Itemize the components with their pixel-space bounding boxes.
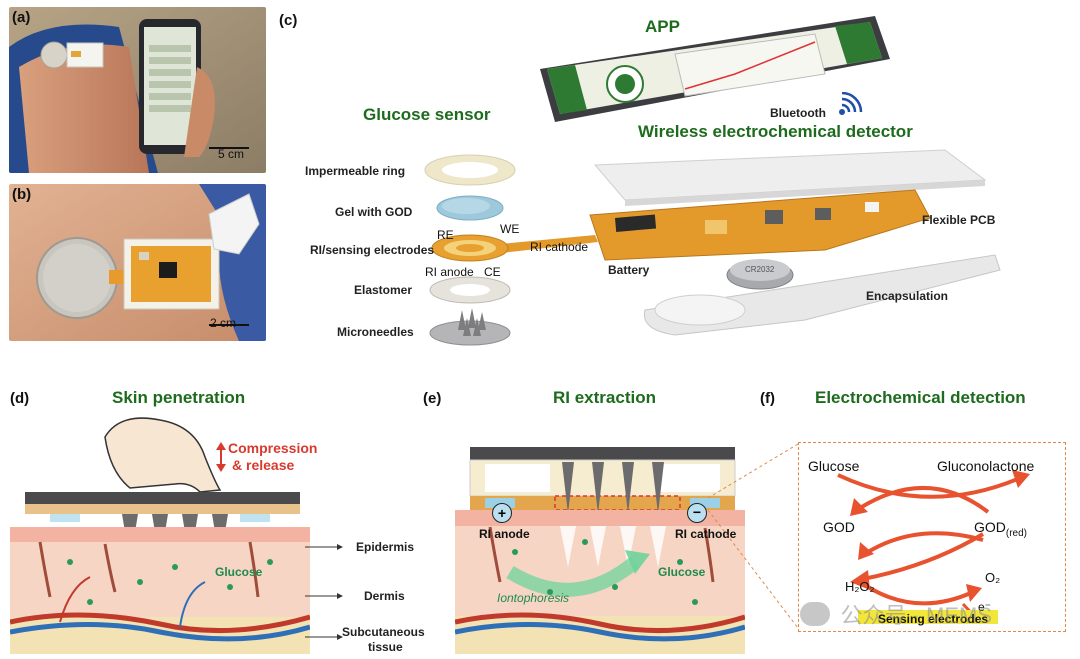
electrode-label-ce: CE — [484, 265, 501, 279]
electrochemical-detection-title: Electrochemical detection — [815, 388, 1026, 407]
encapsulation-label: Encapsulation — [866, 289, 949, 303]
photo-arm-with-phone — [9, 7, 266, 173]
anode-plus-icon: + — [492, 503, 512, 523]
panel-e-letter: (e) — [423, 390, 442, 407]
scale-bar-a-label: 5 cm — [218, 147, 245, 161]
god-oxidized: GOD — [823, 519, 855, 535]
wireless-detector-title: Wireless electrochemical detector — [638, 122, 913, 141]
glucose-reactant: Glucose — [808, 458, 860, 474]
panel-a-letter: (a) — [12, 9, 31, 26]
subcutaneous-label: Subcutaneous — [342, 625, 425, 639]
glucose-label-e: Glucose — [658, 565, 706, 579]
ri-extraction-illustration — [455, 442, 745, 654]
dermis-label: Dermis — [364, 589, 405, 603]
o2-label: O₂ — [985, 570, 1001, 585]
god-reduced-main: GOD — [974, 519, 1006, 535]
battery-label: Battery — [608, 263, 650, 277]
callout-lines — [700, 440, 800, 640]
detector-exploded-stack — [585, 140, 1005, 340]
sensing-electrodes-label: Sensing electrodes — [878, 612, 989, 626]
watermark-text: 公众号 · MEMS — [840, 603, 993, 628]
electrode-label-ri-anode: RI anode — [425, 265, 474, 279]
god-reduced: GOD(red) — [974, 519, 1027, 539]
scale-bar-b-label: 2 cm — [210, 316, 237, 330]
anode-plus-symbol: + — [497, 505, 507, 521]
ri-anode-label: RI anode — [479, 527, 530, 541]
skin-layer-arrows — [305, 540, 345, 650]
watermark: 公众号 · MEMS — [800, 598, 1050, 638]
electron-label: e⁻ — [978, 600, 992, 614]
wechat-logo-icon — [800, 602, 830, 626]
tissue-label: tissue — [368, 640, 403, 654]
battery-marking: CR2032 — [745, 265, 775, 274]
god-reduced-sub: (red) — [1005, 527, 1028, 539]
app-phone — [535, 14, 895, 124]
sensor-exploded-stack — [420, 150, 610, 350]
layer-label-impermeable-ring: Impermeable ring — [305, 164, 406, 178]
panel-b-letter: (b) — [12, 186, 32, 203]
electrode-label-we: WE — [500, 222, 520, 236]
cathode-minus-symbol: − — [692, 504, 702, 520]
iontophoresis-label: Iontophoresis — [497, 591, 570, 605]
panel-f-letter: (f) — [760, 390, 775, 407]
panel-c-letter: (c) — [279, 12, 298, 29]
epidermis-label: Epidermis — [356, 540, 415, 554]
bluetooth-label: Bluetooth — [770, 106, 826, 120]
skin-penetration-illustration — [10, 412, 310, 654]
layer-label-gel-with-god: Gel with GOD — [335, 205, 413, 219]
ri-cathode-label: RI cathode — [675, 527, 737, 541]
electrode-label-re: RE — [437, 228, 454, 242]
layer-label-elastomer: Elastomer — [354, 283, 413, 297]
compression-line-2: & release — [232, 457, 295, 473]
gluconolactone-product: Gluconolactone — [937, 458, 1035, 474]
bluetooth-icon — [838, 92, 864, 116]
flexible-pcb-label: Flexible PCB — [922, 213, 996, 227]
photo-device-on-skin — [9, 184, 266, 341]
panel-d-letter: (d) — [10, 390, 30, 407]
cathode-minus-icon: − — [687, 503, 707, 523]
ri-extraction-title: RI extraction — [553, 388, 656, 407]
h2o2-label: H₂O₂ — [845, 579, 875, 594]
layer-label-sensing-electrodes: RI/sensing electrodes — [310, 243, 435, 257]
electrode-label-ri-cathode: RI cathode — [530, 240, 589, 254]
glucose-label-d: Glucose — [215, 565, 263, 579]
reaction-box — [798, 442, 1066, 632]
skin-penetration-title: Skin penetration — [112, 388, 246, 407]
app-title: APP — [645, 17, 680, 36]
compression-label: Compression & release — [228, 440, 317, 474]
layer-label-microneedles: Microneedles — [337, 325, 414, 339]
glucose-sensor-title: Glucose sensor — [363, 105, 491, 124]
compression-arrow-icon — [215, 442, 227, 472]
reaction-arrows — [798, 442, 1064, 630]
compression-line-1: Compression — [228, 440, 318, 456]
